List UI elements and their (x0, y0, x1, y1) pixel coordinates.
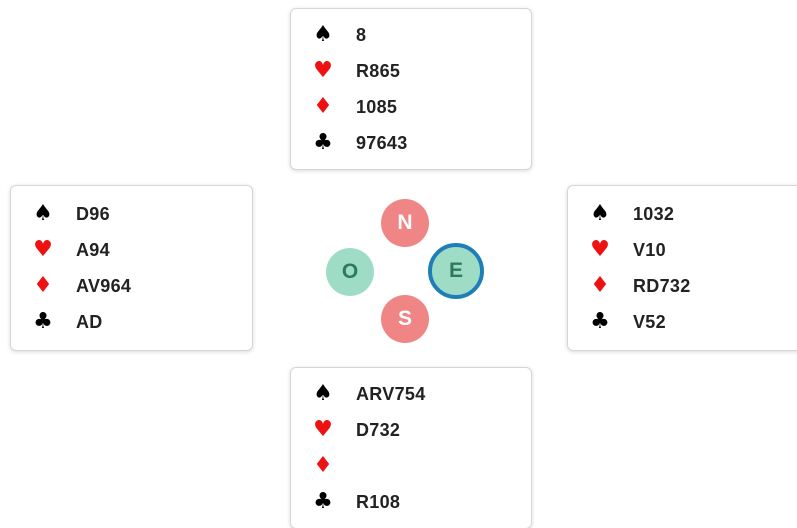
south-spades-cards: ARV754 (356, 383, 426, 404)
spade-icon: ♠ (313, 381, 333, 406)
west-diamonds-row: ♦ AV964 (33, 268, 252, 304)
south-diamonds-row: ♦ (313, 448, 531, 484)
east-clubs-cards: V52 (633, 311, 666, 332)
south-hearts-cards: D732 (356, 419, 401, 440)
north-hand: ♠ 8 ♥ R865 ♦ 1085 ♣ 97643 (290, 8, 532, 170)
east-spades-row: ♠ 1032 (590, 196, 797, 232)
spade-icon: ♠ (33, 201, 53, 226)
diamond-icon: ♦ (313, 453, 333, 478)
club-icon: ♣ (590, 309, 610, 334)
west-clubs-row: ♣ AD (33, 304, 252, 340)
south-hearts-row: ♥ D732 (313, 412, 531, 448)
club-icon: ♣ (33, 309, 53, 334)
east-clubs-row: ♣ V52 (590, 304, 797, 340)
north-diamonds-row: ♦ 1085 (313, 89, 531, 125)
north-diamonds-cards: 1085 (356, 96, 398, 117)
heart-icon: ♥ (590, 237, 610, 262)
north-hearts-cards: R865 (356, 60, 401, 81)
seat-west: O (326, 248, 374, 296)
north-clubs-cards: 97643 (356, 132, 408, 153)
heart-icon: ♥ (313, 58, 333, 83)
north-spades-cards: 8 (356, 24, 367, 45)
west-clubs-cards: AD (76, 311, 103, 332)
west-hearts-cards: A94 (76, 239, 110, 260)
east-hearts-cards: V10 (633, 239, 666, 260)
east-hand: ♠ 1032 ♥ V10 ♦ RD732 ♣ V52 (567, 185, 797, 351)
diamond-icon: ♦ (33, 273, 53, 298)
north-spades-row: ♠ 8 (313, 17, 531, 53)
seat-south: S (381, 295, 429, 343)
east-spades-cards: 1032 (633, 203, 675, 224)
south-spades-row: ♠ ARV754 (313, 376, 531, 412)
diamond-icon: ♦ (590, 273, 610, 298)
west-hearts-row: ♥ A94 (33, 232, 252, 268)
seat-east-active: E (428, 243, 484, 299)
west-hand: ♠ D96 ♥ A94 ♦ AV964 ♣ AD (10, 185, 253, 351)
west-diamonds-cards: AV964 (76, 275, 132, 296)
spade-icon: ♠ (590, 201, 610, 226)
heart-icon: ♥ (313, 417, 333, 442)
south-clubs-cards: R108 (356, 491, 401, 512)
west-spades-row: ♠ D96 (33, 196, 252, 232)
east-diamonds-cards: RD732 (633, 275, 691, 296)
club-icon: ♣ (313, 489, 333, 514)
north-hearts-row: ♥ R865 (313, 53, 531, 89)
heart-icon: ♥ (33, 237, 53, 262)
east-hearts-row: ♥ V10 (590, 232, 797, 268)
spade-icon: ♠ (313, 22, 333, 47)
north-clubs-row: ♣ 97643 (313, 125, 531, 161)
west-spades-cards: D96 (76, 203, 110, 224)
seat-north: N (381, 199, 429, 247)
club-icon: ♣ (313, 130, 333, 155)
east-diamonds-row: ♦ RD732 (590, 268, 797, 304)
south-hand: ♠ ARV754 ♥ D732 ♦ ♣ R108 (290, 367, 532, 528)
diamond-icon: ♦ (313, 94, 333, 119)
south-clubs-row: ♣ R108 (313, 484, 531, 520)
